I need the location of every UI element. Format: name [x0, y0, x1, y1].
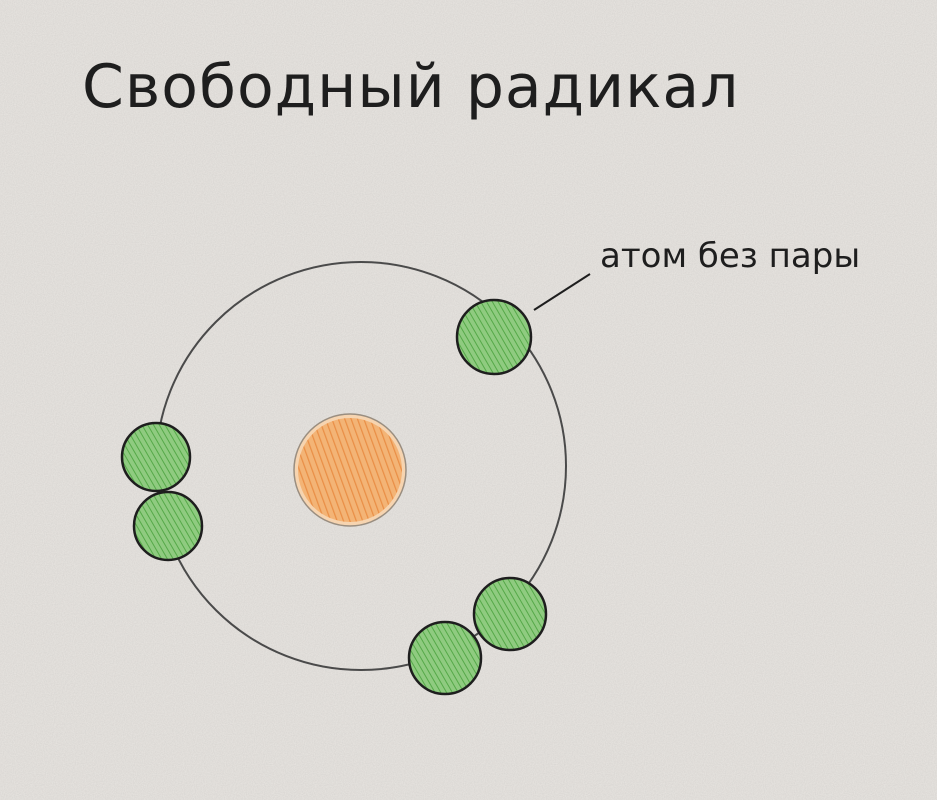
- callout-line: [533, 273, 591, 311]
- electron-left-pair-upper: [120, 421, 192, 493]
- unpaired-electron-label: атом без пары: [600, 236, 861, 276]
- electron-bottom-pair-left: [407, 620, 483, 696]
- diagram-title: Свободный радикал: [82, 52, 740, 122]
- electron-bottom-pair-right: [472, 576, 548, 652]
- electron-unpaired: [455, 298, 533, 376]
- electron-left-pair-lower: [132, 490, 204, 562]
- nucleus: [293, 413, 407, 527]
